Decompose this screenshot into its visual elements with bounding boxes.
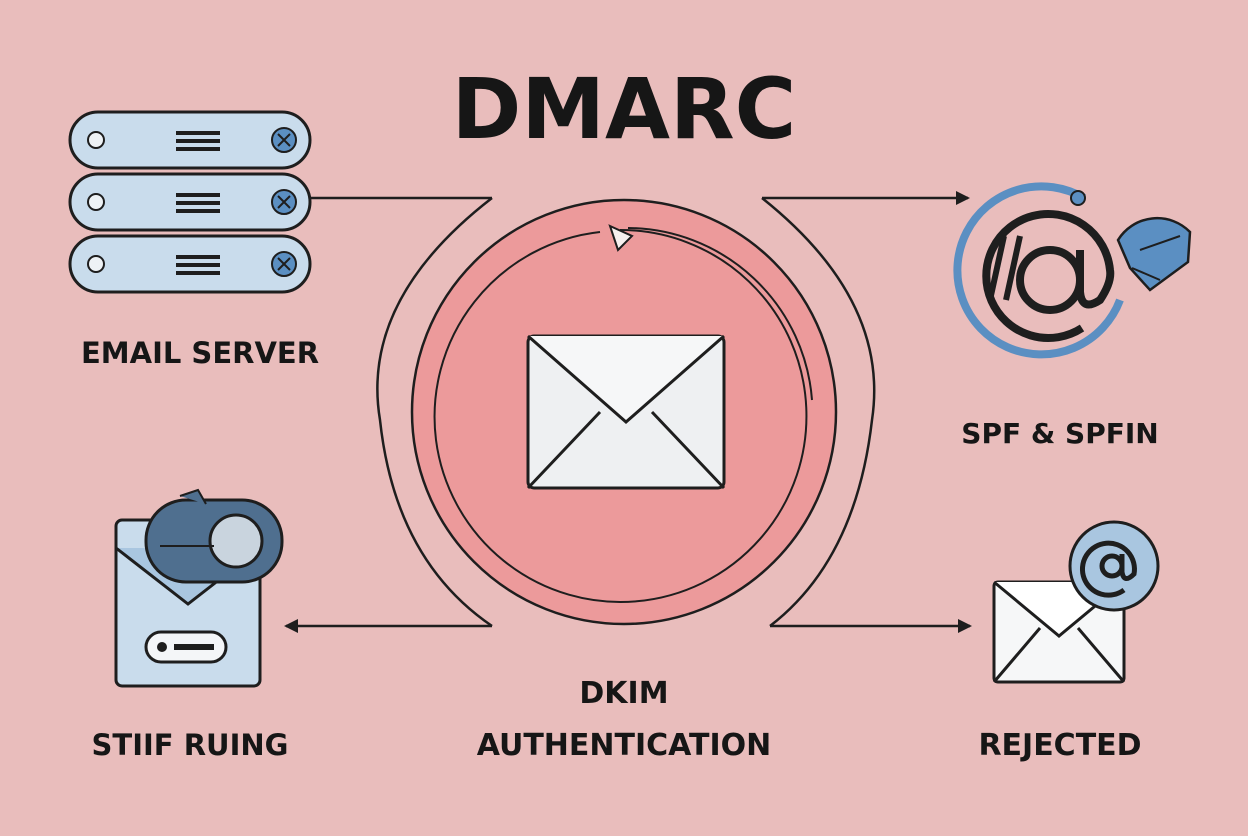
outer-arc-right	[761, 197, 876, 627]
spf-label: SPF & SPFIN	[961, 417, 1159, 450]
email-server-label: EMAIL SERVER	[80, 336, 320, 370]
at-sign-icon	[953, 182, 1192, 359]
envelope-at-icon	[992, 520, 1160, 684]
server-stack-icon	[68, 110, 312, 294]
inbox-tray-icon	[114, 488, 284, 688]
envelope-icon	[526, 334, 726, 490]
outer-arc-left	[376, 197, 493, 628]
stif-label: STIIF RUING	[91, 728, 289, 762]
diagram-title: DMARC	[451, 60, 797, 158]
rejected-label: REJECTED	[978, 728, 1142, 763]
dkim-label-line1: DKIM	[579, 676, 669, 711]
dkim-label-line2: AUTHENTICATION	[476, 728, 772, 763]
